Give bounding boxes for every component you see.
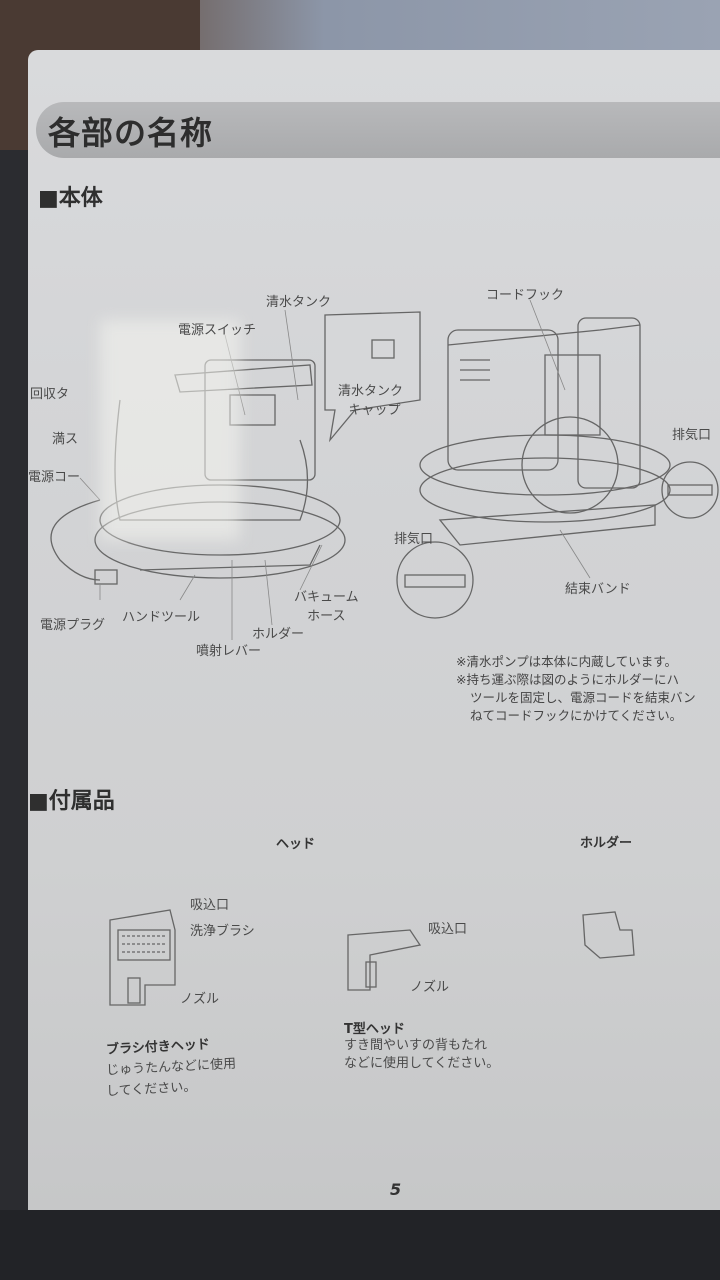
t-head-nozzle-label: ノズル: [410, 980, 450, 995]
label-vacuum-hose: バキューム ホース: [294, 586, 359, 624]
label-holder: ホルダー: [252, 627, 305, 642]
label-exhaust-left: 排気口: [394, 532, 434, 547]
main-unit-left-drawing: [50, 311, 421, 585]
label-vacuum-hose-line1: バキューム: [294, 590, 359, 605]
label-tank-cap-line2: キャップ: [348, 403, 401, 418]
leader-lines: [79, 299, 591, 640]
label-fresh-tank: 清水タンク: [266, 295, 332, 310]
section-heading-main-unit: ■本体: [38, 186, 103, 211]
note-line: ※持ち運ぶ際は図のようにホルダーにハ: [456, 672, 679, 687]
label-recovery-tank: 回収タ: [30, 387, 70, 402]
note-line: ツールを固定し、電源コードを結束バン: [470, 690, 696, 705]
label-holder-accessory: ホルダー: [580, 836, 633, 851]
page-number: 5: [390, 1180, 402, 1199]
label-full-water: 満ス: [52, 432, 79, 447]
brush-head-nozzle-label: ノズル: [180, 992, 220, 1007]
background-bottom: [0, 1210, 720, 1280]
label-binding-band: 結束バンド: [565, 582, 631, 597]
notes: ※清水ポンプは本体に内蔵しています。 ※持ち運ぶ際は図のようにホルダーにハ ツー…: [456, 653, 696, 725]
title-bar: [36, 102, 720, 158]
brush-head-brush-label: 洗浄ブラシ: [190, 924, 255, 939]
label-power-cord: 電源コー: [28, 470, 81, 485]
label-tank-cap: 清水タンク キャップ: [338, 380, 403, 418]
label-tank-cap-line1: 清水タンク: [338, 384, 404, 399]
t-head-suction-label: 吸込口: [428, 922, 468, 937]
label-vacuum-hose-line2: ホース: [307, 609, 346, 624]
section-heading-accessories: ■付属品: [28, 789, 115, 814]
manual-page: [28, 50, 720, 1210]
t-head-desc-2: などに使用してください。: [344, 1056, 500, 1071]
main-unit-right-drawing: [396, 317, 719, 619]
label-hand-tool: ハンドツール: [122, 610, 201, 625]
label-power-plug: 電源プラグ: [40, 618, 106, 633]
page-title: 各部の名称: [48, 114, 214, 152]
label-cord-hook: コードフック: [486, 288, 565, 303]
light-glare: [100, 320, 240, 540]
note-line: ねてコードフックにかけてください。: [470, 708, 683, 723]
label-head: ヘッド: [276, 837, 316, 852]
t-head-name: T型ヘッド: [344, 1022, 405, 1037]
label-power-switch: 電源スイッチ: [178, 323, 257, 338]
label-spray-lever: 噴射レバー: [196, 644, 262, 659]
t-head-desc-1: すき間やいすの背もたれ: [344, 1038, 488, 1053]
accessory-drawings: [109, 909, 635, 1006]
note-line: ※清水ポンプは本体に内蔵しています。: [456, 654, 677, 669]
label-exhaust-right: 排気口: [672, 428, 712, 443]
brush-head-suction-label: 吸込口: [190, 898, 230, 913]
